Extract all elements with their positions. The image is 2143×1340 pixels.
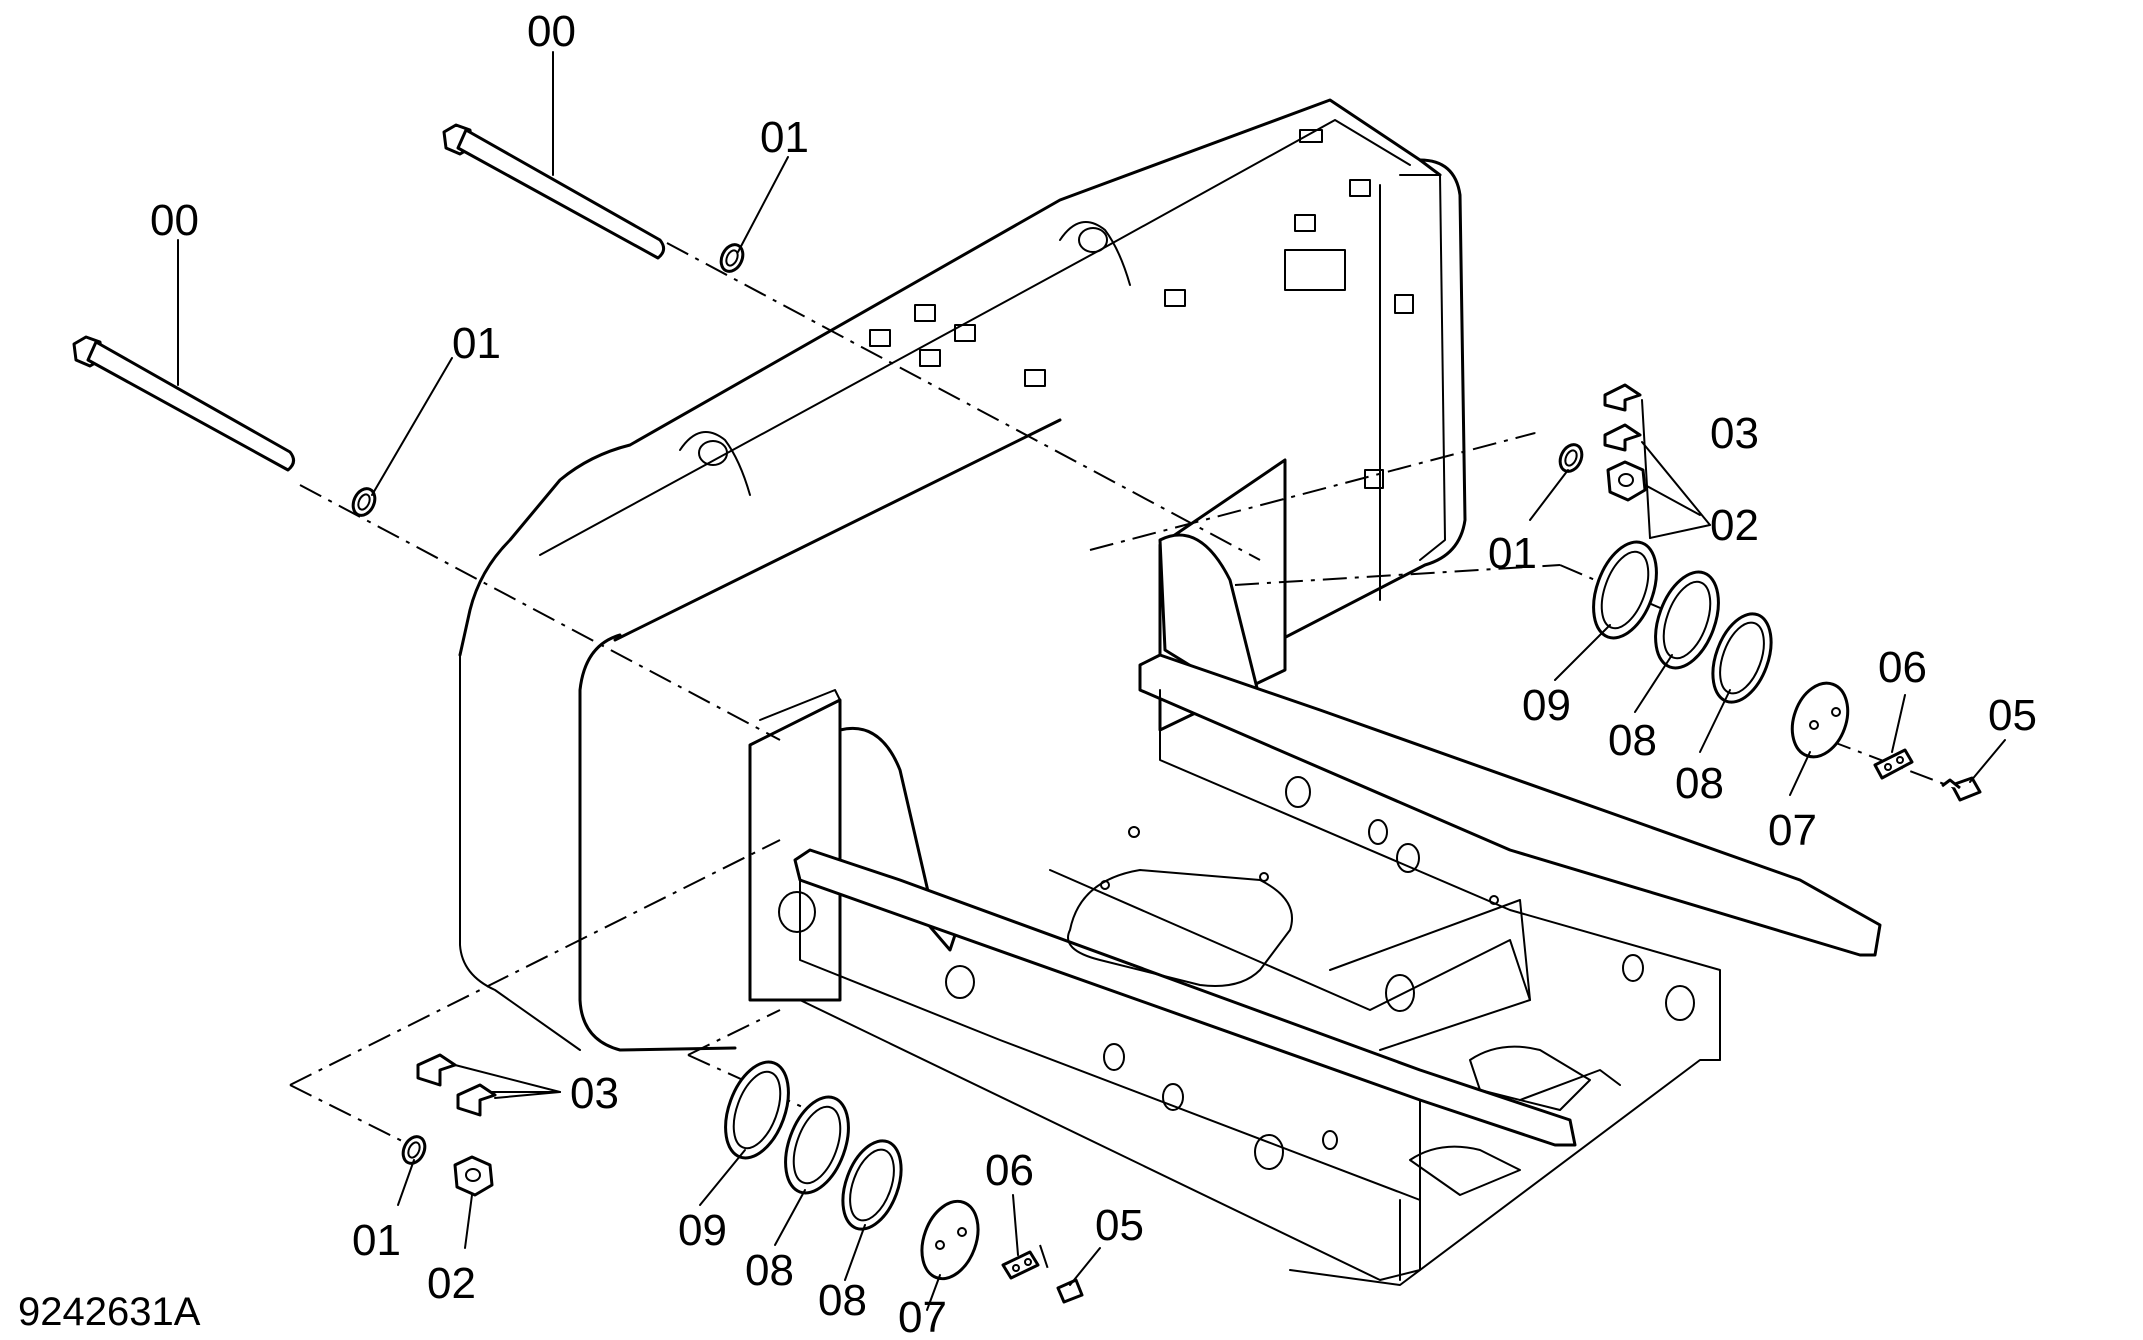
plate-l-07 bbox=[920, 1199, 980, 1281]
label-washer-bottom: 01 bbox=[352, 1216, 401, 1265]
label-washer-upper: 01 bbox=[760, 113, 809, 162]
frame bbox=[748, 458, 1882, 1286]
long-bolt-upper bbox=[442, 123, 665, 260]
bolt-l-05 bbox=[1056, 1278, 1084, 1304]
figure-id: 9242631A bbox=[18, 1290, 201, 1334]
nut-left bbox=[453, 1155, 494, 1197]
plate-r-07 bbox=[1790, 681, 1850, 759]
shim-r-08b bbox=[1711, 612, 1773, 704]
label-lock-r-06: 06 bbox=[1878, 643, 1927, 692]
shim-r-08a bbox=[1654, 570, 1720, 670]
shim-r-09 bbox=[1592, 540, 1658, 640]
clip-left-b bbox=[456, 1083, 497, 1117]
lock-r-06 bbox=[1873, 748, 1914, 780]
label-nut-right: 02 bbox=[1710, 501, 1759, 550]
label-shim-l-08b: 08 bbox=[818, 1276, 867, 1325]
label-clip-left: 03 bbox=[570, 1069, 619, 1118]
label-washer-right: 01 bbox=[1488, 529, 1537, 578]
label-plate-r-07: 07 bbox=[1768, 806, 1817, 855]
label-shim-l-09: 09 bbox=[678, 1206, 727, 1255]
label-bolt-r-05: 05 bbox=[1988, 691, 2037, 740]
label-shim-l-08a: 08 bbox=[745, 1246, 794, 1295]
label-shim-r-08a: 08 bbox=[1608, 716, 1657, 765]
label-shim-r-08b: 08 bbox=[1675, 759, 1724, 808]
label-bolt-l-05: 05 bbox=[1095, 1201, 1144, 1250]
label-shim-r-09: 09 bbox=[1522, 681, 1571, 730]
label-bolt-upper: 00 bbox=[527, 7, 576, 56]
clip-right-b bbox=[1603, 423, 1642, 452]
label-washer-lower: 01 bbox=[452, 319, 501, 368]
nut-right bbox=[1606, 460, 1647, 502]
counterweight bbox=[458, 98, 1467, 1052]
shim-l-08a bbox=[784, 1095, 850, 1195]
bolt-r-05 bbox=[1950, 776, 1982, 802]
label-nut-left: 02 bbox=[427, 1259, 476, 1308]
washer-right bbox=[1558, 443, 1584, 473]
label-clip-right: 03 bbox=[1710, 409, 1759, 458]
lock-l-06 bbox=[1001, 1250, 1040, 1280]
washer-upper bbox=[719, 243, 745, 273]
long-bolt-lower bbox=[72, 335, 295, 472]
label-plate-l-07: 07 bbox=[898, 1293, 947, 1340]
leader-lines bbox=[177, 51, 2006, 1311]
shim-l-08b bbox=[841, 1139, 903, 1231]
clip-right-a bbox=[1603, 383, 1642, 412]
label-lock-l-06: 06 bbox=[985, 1146, 1034, 1195]
center-lines bbox=[289, 242, 1961, 1276]
label-bolt-lower: 00 bbox=[150, 196, 199, 245]
clip-left-a bbox=[416, 1053, 457, 1087]
callout-labels: 00 00 01 01 03 02 01 09 08 08 06 05 07 0… bbox=[18, 7, 2037, 1340]
